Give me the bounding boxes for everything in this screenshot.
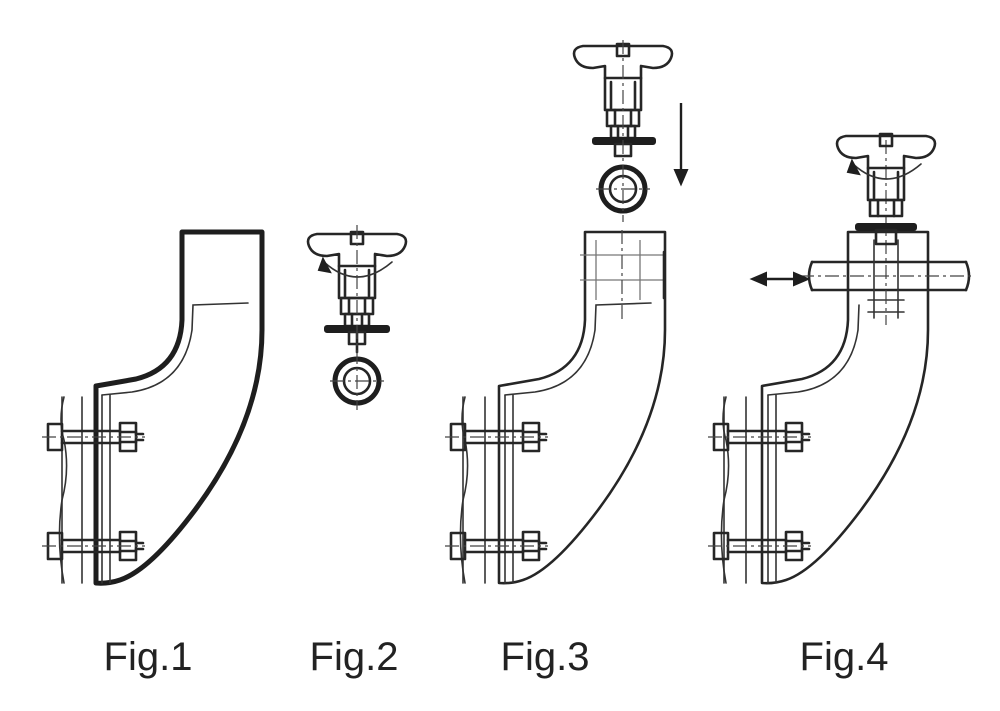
figure-4-engaged — [708, 132, 975, 585]
figure-3-insertion — [445, 40, 689, 585]
rotate-arrow-icon — [317, 256, 393, 278]
rotate-arrow-icon — [846, 158, 922, 180]
figure-1-label: Fig.1 — [104, 635, 193, 679]
figure-4-label: Fig.4 — [800, 635, 889, 679]
figure-2-plunger — [306, 225, 408, 410]
figure-1-bracket — [42, 232, 262, 583]
double-arrow-icon — [749, 271, 811, 287]
figure-2-label: Fig.2 — [310, 635, 399, 679]
figure-3-label: Fig.3 — [501, 635, 590, 679]
down-arrow-icon — [673, 103, 689, 187]
